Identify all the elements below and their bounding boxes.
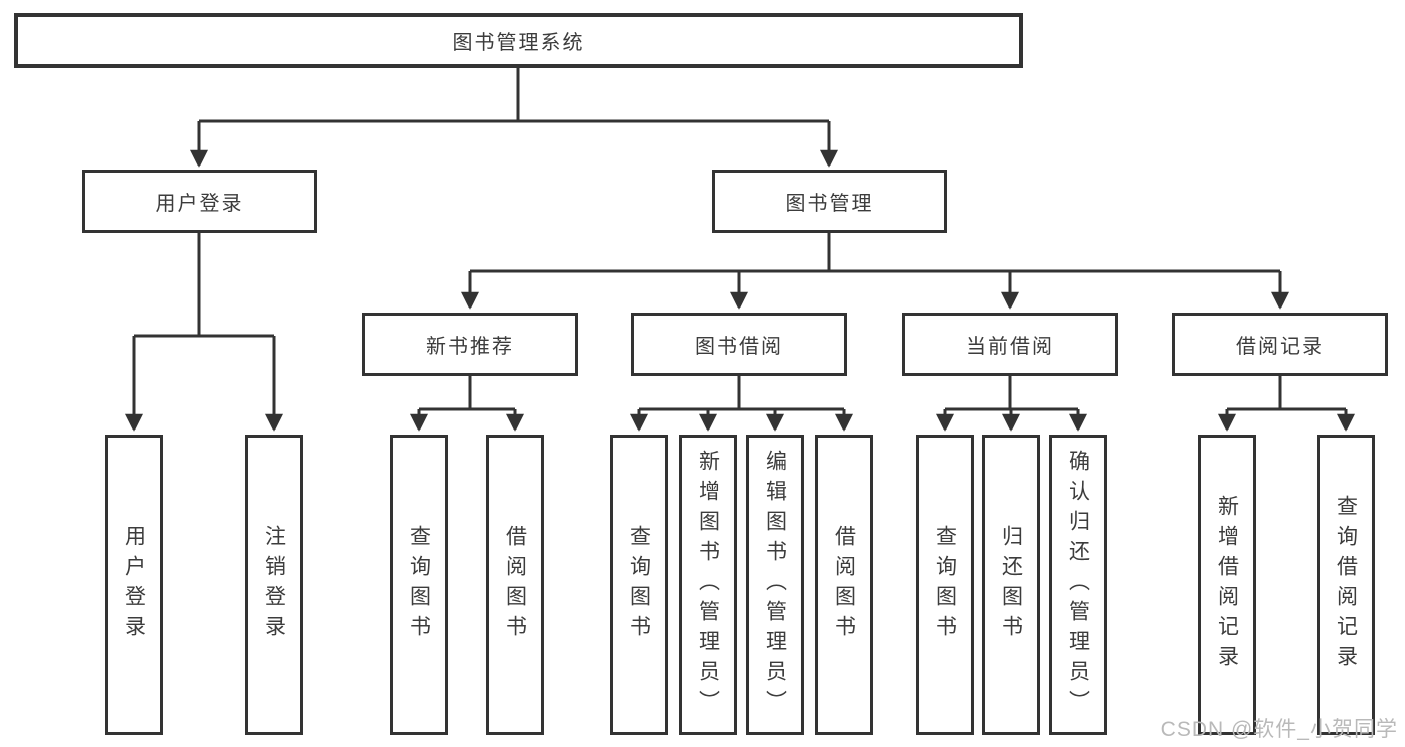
node-query-books-borrow-label: 查询图书	[627, 525, 651, 645]
connector-new-book-recommend	[410, 376, 524, 432]
connector-current-borrow	[936, 376, 1087, 432]
node-book-management: 图书管理	[712, 170, 947, 233]
connector-user-login	[125, 233, 283, 432]
node-current-borrow-label: 当前借阅	[966, 336, 1054, 358]
node-add-books-admin: 新增图书（管理员）	[679, 435, 737, 735]
node-library-system: 图书管理系统	[14, 13, 1023, 68]
node-borrow-books-action-label: 借阅图书	[832, 525, 856, 645]
node-logout-action: 注销登录	[245, 435, 303, 735]
node-query-books-current: 查询图书	[916, 435, 974, 735]
node-logout-action-label: 注销登录	[262, 525, 286, 645]
node-confirm-return-admin: 确认归还（管理员）	[1049, 435, 1107, 735]
connector-book-management	[461, 233, 1289, 310]
node-book-management-label: 图书管理	[785, 193, 874, 215]
node-confirm-return-admin-label: 确认归还（管理员）	[1066, 450, 1090, 720]
node-query-books-recommend: 查询图书	[390, 435, 448, 735]
connector-book-borrow	[630, 376, 853, 432]
node-add-books-admin-label: 新增图书（管理员）	[696, 450, 720, 720]
node-borrow-books-action: 借阅图书	[815, 435, 873, 735]
node-new-book-recommend-label: 新书推荐	[426, 336, 514, 358]
node-new-book-recommend: 新书推荐	[362, 313, 578, 376]
node-user-login-action-label: 用户登录	[122, 525, 146, 645]
node-return-books-label: 归还图书	[999, 525, 1023, 645]
node-query-books-recommend-label: 查询图书	[407, 525, 431, 645]
node-user-login: 用户登录	[82, 170, 317, 233]
node-query-books-borrow: 查询图书	[610, 435, 668, 735]
node-borrow-books-recommend-label: 借阅图书	[503, 525, 527, 645]
node-return-books: 归还图书	[982, 435, 1040, 735]
node-borrow-books-recommend: 借阅图书	[486, 435, 544, 735]
node-edit-books-admin: 编辑图书（管理员）	[746, 435, 804, 735]
node-borrow-records: 借阅记录	[1172, 313, 1388, 376]
node-add-borrow-record: 新增借阅记录	[1198, 435, 1256, 735]
node-add-borrow-record-label: 新增借阅记录	[1215, 495, 1239, 675]
connector-root	[190, 68, 838, 168]
node-query-borrow-record-label: 查询借阅记录	[1334, 495, 1358, 675]
node-library-system-label: 图书管理系统	[452, 32, 585, 54]
node-book-borrow-label: 图书借阅	[695, 336, 783, 358]
node-user-login-action: 用户登录	[105, 435, 163, 735]
watermark-text: CSDN @软件_小贺同学	[1160, 718, 1398, 741]
node-book-borrow: 图书借阅	[631, 313, 847, 376]
node-current-borrow: 当前借阅	[902, 313, 1118, 376]
node-query-books-current-label: 查询图书	[933, 525, 957, 645]
connector-borrow-records	[1218, 376, 1355, 432]
node-edit-books-admin-label: 编辑图书（管理员）	[763, 450, 787, 720]
node-borrow-records-label: 借阅记录	[1236, 336, 1324, 358]
node-user-login-label: 用户登录	[155, 193, 244, 215]
node-query-borrow-record: 查询借阅记录	[1317, 435, 1375, 735]
